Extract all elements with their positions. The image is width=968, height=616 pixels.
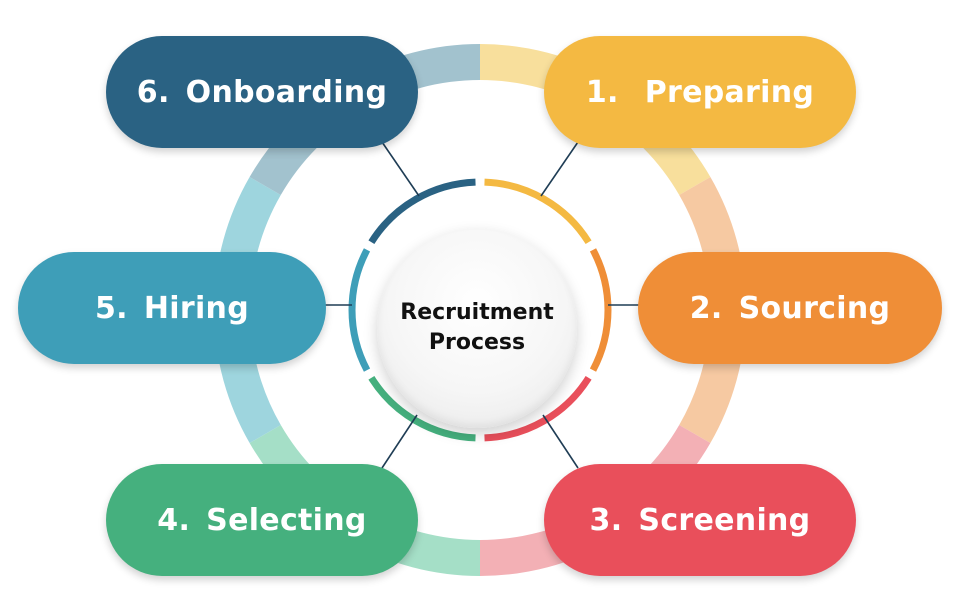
step-number: 1. bbox=[585, 74, 619, 110]
step-label: Screening bbox=[638, 502, 811, 538]
inner-arc-onboarding bbox=[368, 178, 476, 245]
step-number: 5. bbox=[95, 290, 128, 326]
step-hiring: 5. Hiring bbox=[18, 252, 326, 364]
step-label: Hiring bbox=[143, 290, 249, 326]
step-label: Onboarding bbox=[185, 74, 388, 110]
step-onboarding: 6. Onboarding bbox=[106, 36, 418, 148]
inner-arc-sourcing bbox=[589, 248, 612, 372]
step-label: Sourcing bbox=[738, 290, 891, 326]
step-selecting: 4. Selecting bbox=[106, 464, 418, 576]
inner-arc-hiring bbox=[348, 248, 371, 372]
connector-onboarding bbox=[381, 141, 420, 197]
center-title-line2: Process bbox=[428, 330, 526, 355]
step-label: Selecting bbox=[206, 502, 367, 538]
center-hub: Recruitment Process bbox=[377, 228, 577, 428]
step-label: Preparing bbox=[644, 74, 815, 110]
inner-arc-screening bbox=[484, 375, 592, 442]
step-number: 6. bbox=[136, 74, 170, 110]
inner-arc-preparing bbox=[484, 178, 592, 245]
connector-preparing bbox=[540, 141, 579, 197]
connector-selecting bbox=[381, 414, 418, 469]
step-number: 3. bbox=[589, 502, 623, 538]
connector-screening bbox=[542, 414, 579, 469]
step-screening: 3. Screening bbox=[544, 464, 856, 576]
inner-arc-selecting bbox=[368, 375, 476, 442]
step-number: 4. bbox=[157, 502, 191, 538]
step-sourcing: 2. Sourcing bbox=[638, 252, 942, 364]
step-preparing: 1. Preparing bbox=[544, 36, 856, 148]
step-number: 2. bbox=[689, 290, 723, 326]
center-title-line1: Recruitment bbox=[400, 300, 554, 325]
